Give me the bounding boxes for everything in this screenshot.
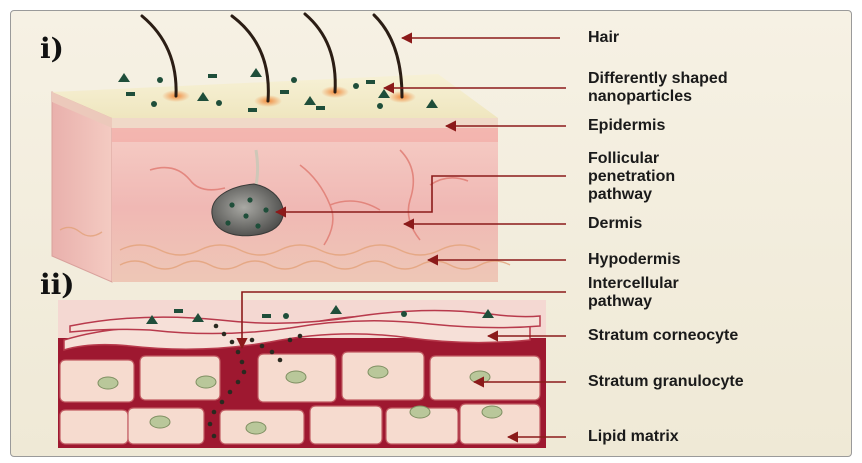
label-hypodermis: Hypodermis (588, 251, 680, 269)
label-stratum-granulocyte: Stratum granulocyte (588, 373, 744, 391)
label-nanoparticles-line2: nanoparticles (588, 88, 692, 106)
epidermis-glow (112, 128, 498, 142)
granulocyte-cell (310, 406, 382, 444)
label-lipid-matrix: Lipid matrix (588, 428, 679, 446)
label-follicular-line1: Follicular (588, 150, 659, 168)
epidermis-layer (112, 118, 498, 128)
stratum-section (58, 300, 546, 448)
hair-strand (142, 16, 176, 96)
label-follicular-line3: pathway (588, 186, 652, 204)
panel-label-1: i) (40, 32, 64, 65)
label-intercellular-line2: pathway (588, 293, 652, 311)
label-epidermis: Epidermis (588, 117, 665, 135)
label-hair: Hair (588, 29, 619, 47)
dermis-layer (112, 118, 498, 282)
skin-block (52, 14, 510, 282)
granulocyte-cell (60, 360, 134, 402)
label-stratum-corneocyte: Stratum corneocyte (588, 327, 738, 345)
granulocyte-cell (60, 410, 128, 444)
stratum-granulocyte-cells (60, 352, 540, 444)
panel-label-2: ii) (40, 268, 75, 301)
label-follicular-line2: penetration (588, 168, 675, 186)
label-dermis: Dermis (588, 215, 642, 233)
label-intercellular-line1: Intercellular (588, 275, 679, 293)
label-nanoparticles-line1: Differently shaped (588, 70, 728, 88)
